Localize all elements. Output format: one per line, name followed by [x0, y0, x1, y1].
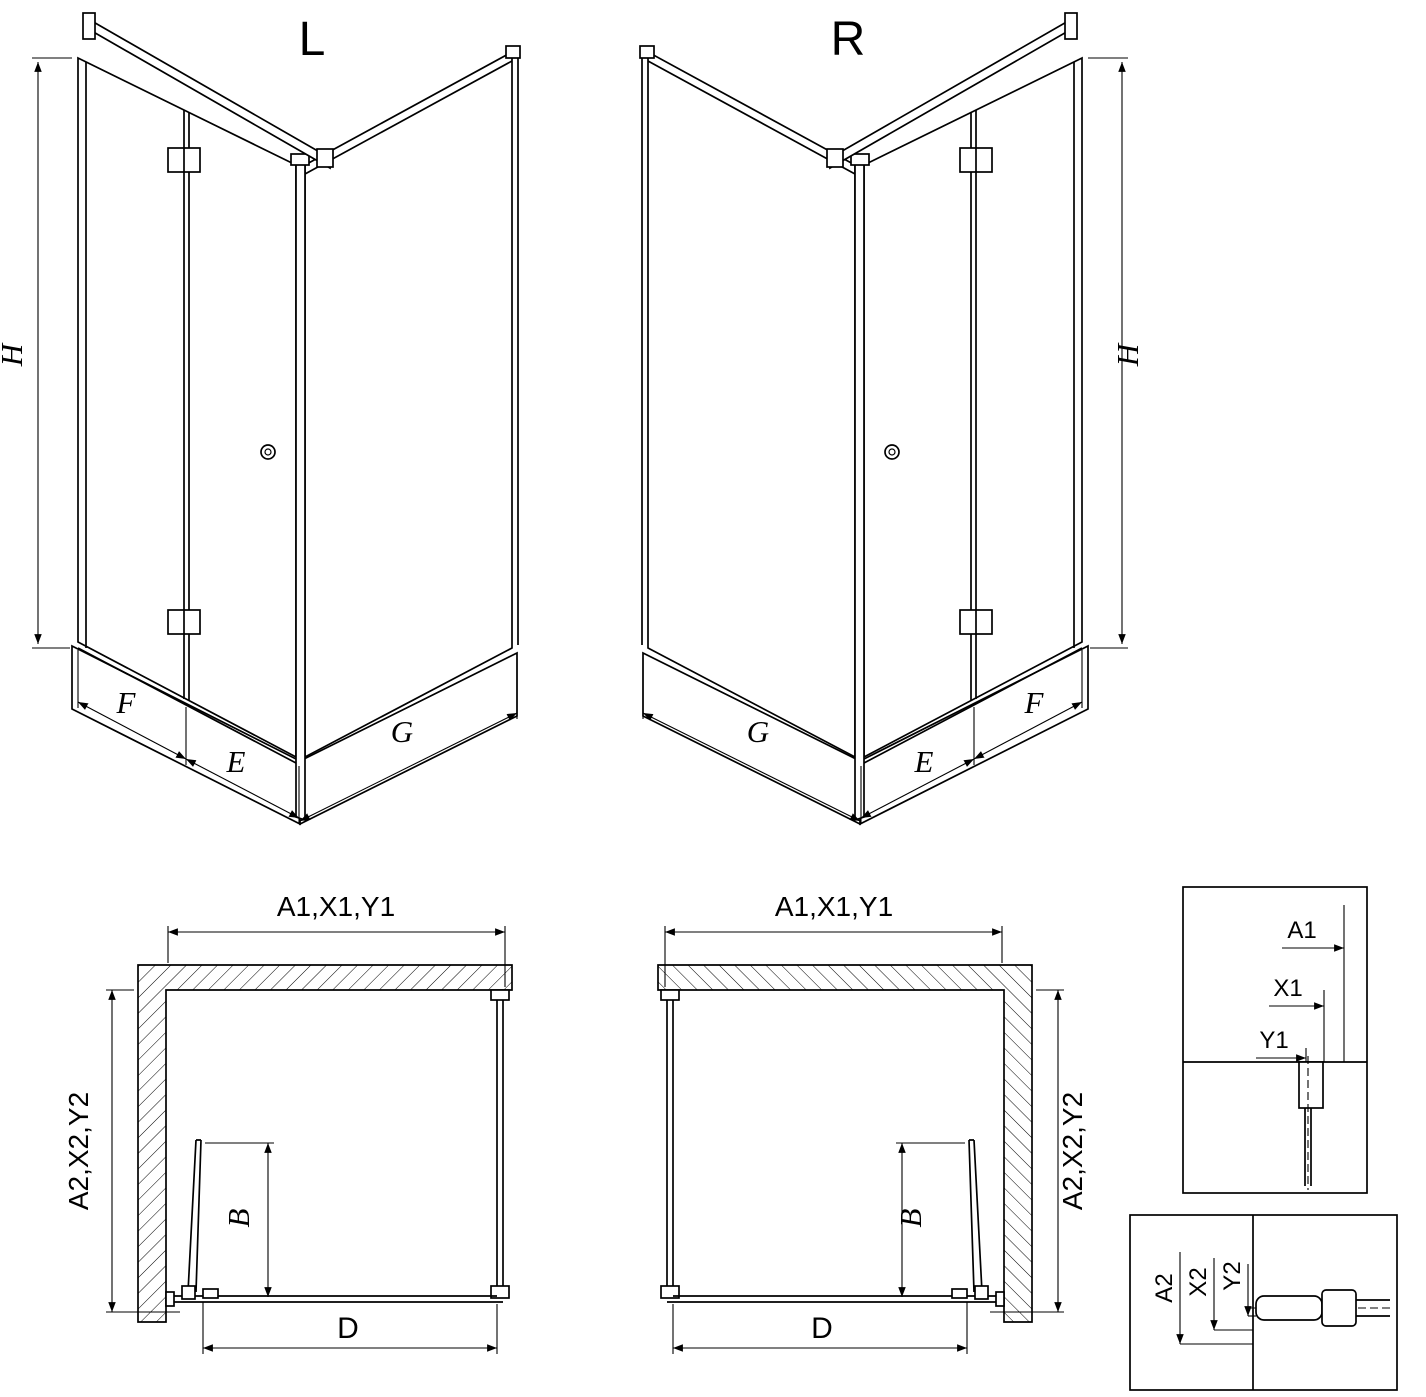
detail-bottom-frame	[1129, 1214, 1398, 1391]
detail-label-y1: Y1	[1259, 1027, 1288, 1054]
dim-label-e-left: E	[226, 744, 246, 779]
dim-label-b-right-plan: B	[893, 1208, 928, 1227]
detail-label-x2: X2	[1185, 1267, 1212, 1296]
detail-top-frame	[1182, 886, 1368, 1194]
dim-label-h-left: H	[0, 342, 29, 367]
enclosure-plan-right	[658, 926, 1064, 1354]
detail-box-bottom: A2 X2 Y2	[1129, 1214, 1398, 1391]
enclosure-plan-left	[106, 926, 512, 1354]
dim-label-h-right: H	[1110, 342, 1145, 367]
detail-label-y2: Y2	[1219, 1261, 1246, 1290]
dim-label-g-left: G	[391, 714, 413, 749]
dim-label-a1-right-plan: A1,X1,Y1	[775, 891, 893, 922]
dim-label-d-left-plan: D	[337, 1312, 359, 1345]
dim-label-a2-right-plan: A2,X2,Y2	[1057, 1092, 1088, 1210]
view-label-left: L	[299, 13, 326, 66]
detail-bottom-profile-block	[1321, 1289, 1357, 1327]
detail-label-a2: A2	[1151, 1273, 1178, 1302]
dim-label-e-right: E	[914, 744, 934, 779]
dim-label-f-left: F	[116, 685, 137, 720]
dim-label-b-left-plan: B	[221, 1208, 256, 1227]
detail-label-x1: X1	[1273, 975, 1302, 1002]
enclosure-3d-right	[640, 13, 1128, 824]
view-label-right: R	[831, 13, 866, 66]
detail-bottom-gasket	[1255, 1295, 1323, 1321]
enclosure-3d-left	[32, 13, 520, 824]
dim-label-a1-left-plan: A1,X1,Y1	[277, 891, 395, 922]
detail-label-a1: A1	[1287, 917, 1316, 944]
dim-label-d-right-plan: D	[811, 1312, 833, 1345]
detail-box-top: A1 X1 Y1	[1182, 886, 1368, 1194]
dim-label-f-right: F	[1024, 685, 1045, 720]
detail-wall-profile	[1298, 1061, 1324, 1109]
dim-label-a2-left-plan: A2,X2,Y2	[63, 1092, 94, 1210]
dim-label-g-right: G	[747, 714, 769, 749]
